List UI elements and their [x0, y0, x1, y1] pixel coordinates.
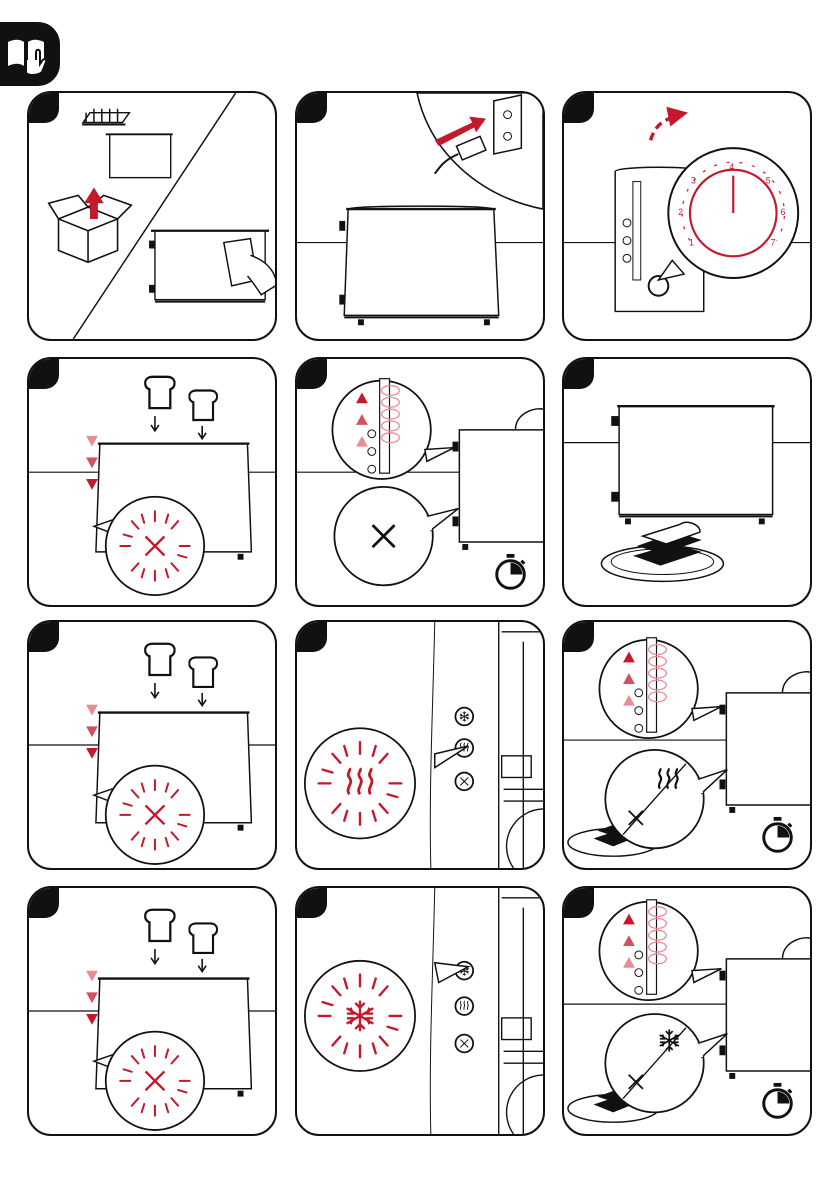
- lever-up-icon: [599, 900, 721, 1000]
- dial-number-7: 7: [771, 238, 776, 248]
- timer-icon: [764, 1083, 792, 1117]
- panel-reheat-button: [295, 620, 545, 870]
- lever-up-icon: [332, 379, 454, 479]
- dial-number-6: 6: [780, 207, 785, 217]
- lever-down-icon: [86, 971, 98, 1025]
- timer-icon: [764, 817, 792, 851]
- rack-icon: [82, 109, 129, 125]
- toaster-icon: [452, 409, 543, 550]
- panel-plug-in: [295, 91, 545, 341]
- toaster-icon: [719, 938, 810, 1079]
- box-icon: [49, 195, 132, 262]
- panel-cancel-toasting: [295, 357, 545, 607]
- panel-remove-toast: [562, 357, 812, 607]
- defrost-cancel-icon: [605, 1014, 727, 1112]
- dial-number-5: 5: [766, 176, 771, 186]
- lever-up-icon: [599, 638, 721, 738]
- panel-set-browning-dial: 1 2 3 4 5 6 7: [562, 91, 812, 341]
- panel-defrost-button: [295, 886, 545, 1136]
- dial-number-1: 1: [689, 238, 694, 248]
- toaster-icon: [339, 206, 498, 325]
- bread-icon: [145, 377, 175, 408]
- button-panel-icon: [455, 962, 473, 1053]
- bread-icon: [189, 390, 217, 420]
- toaster-icon: [106, 134, 173, 177]
- bread-icon: [189, 923, 217, 953]
- bread-icon: [145, 910, 175, 941]
- panel-insert-bread-defrost: [27, 886, 277, 1136]
- toaster-icon: [719, 672, 810, 813]
- panel-defrost-finished: [562, 886, 812, 1136]
- socket-icon: [494, 95, 522, 154]
- bread-icon: [189, 657, 217, 687]
- dial-number-3: 3: [691, 176, 696, 186]
- panel-insert-bread-reheat: [27, 620, 277, 870]
- toaster-icon: [611, 406, 774, 524]
- panel-insert-bread-toast: [27, 357, 277, 607]
- reheat-cancel-icon: [605, 750, 727, 848]
- dial-number-4: 4: [729, 162, 734, 172]
- panel-unpack-and-clean: [27, 91, 277, 341]
- plate-toast-icon: [601, 522, 723, 581]
- timer-icon: [497, 554, 525, 588]
- dial-number-2: 2: [678, 207, 683, 217]
- manual-touch-icon: [0, 22, 60, 86]
- reheat-icon: [305, 728, 468, 838]
- lever-down-icon: [86, 436, 98, 490]
- cancel-icon: [334, 487, 458, 585]
- panel-reheat-finished: [562, 620, 812, 870]
- lever-down-icon: [86, 705, 98, 759]
- bread-icon: [145, 644, 175, 675]
- defrost-icon: [305, 961, 468, 1071]
